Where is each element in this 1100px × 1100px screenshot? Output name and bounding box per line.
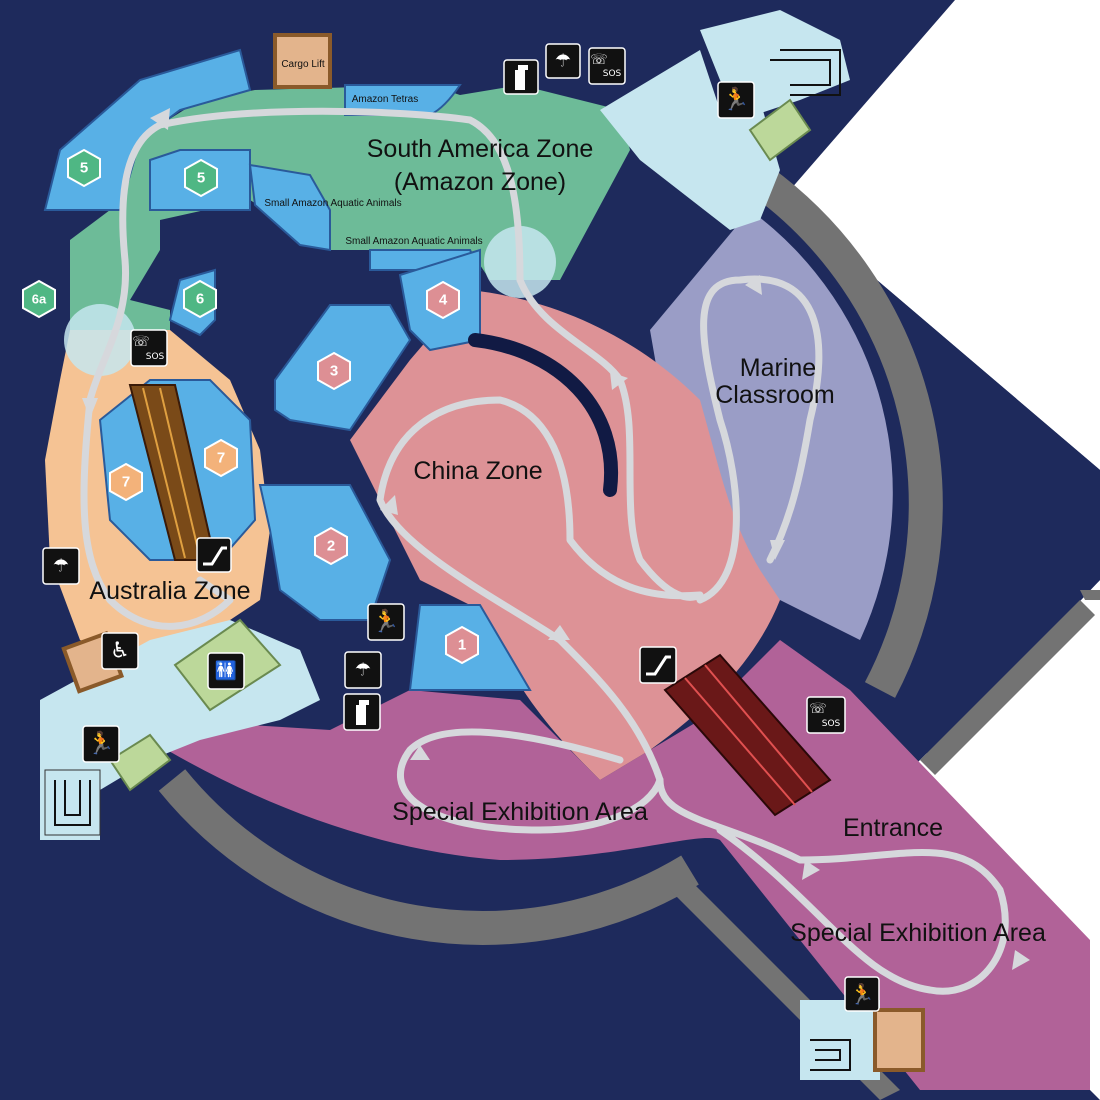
svg-text:☏: ☏ <box>809 701 827 717</box>
australia-zone-label: Australia Zone <box>89 577 250 605</box>
small-amazon-aquatic-animals-label-1: Small Amazon Aquatic Animals <box>264 198 401 209</box>
restroom-icon: 🚻 <box>207 652 245 690</box>
svg-text:5: 5 <box>197 170 205 187</box>
stairs-south-east <box>810 1039 851 1071</box>
svg-text:☏: ☏ <box>132 334 150 350</box>
route-special-east <box>656 776 1009 995</box>
cargo-lift-label: Cargo Lift <box>281 59 325 70</box>
svg-text:🏃: 🏃 <box>87 731 114 757</box>
emergency-exit-icon: 🏃 <box>82 725 120 763</box>
exhibit-marker-7b[interactable]: 7 <box>204 438 238 478</box>
accessible-icon: ♿ <box>101 632 139 670</box>
exhibit-marker-5a[interactable]: 5 <box>67 148 101 188</box>
route-marine <box>696 275 823 604</box>
route-special-west <box>397 728 664 834</box>
corridor-door-south-west <box>108 733 172 792</box>
exhibit-marker-7a[interactable]: 7 <box>109 462 143 502</box>
corridor-north-east <box>600 50 780 230</box>
shower-icon: ☂ <box>545 43 581 79</box>
amazon-zone-label: (Amazon Zone) <box>394 168 566 196</box>
route-arrow-8 <box>410 745 430 760</box>
exhibit-marker-6[interactable]: 6 <box>183 279 217 319</box>
small-amazon-aquatic-animals-label-2: Small Amazon Aquatic Animals <box>345 236 482 247</box>
svg-text:7: 7 <box>217 450 225 467</box>
svg-text:5: 5 <box>80 160 88 177</box>
stairs-south-west <box>44 769 101 836</box>
svg-text:🚻: 🚻 <box>215 660 237 682</box>
outer-wall-entrance-north <box>920 600 1095 775</box>
route-arrow-1 <box>150 108 170 130</box>
route-arrow-7 <box>548 625 570 640</box>
escalator-south-east <box>663 653 832 817</box>
svg-text:🏃: 🏃 <box>850 982 875 1006</box>
cargo-lift-box <box>273 33 332 89</box>
outer-wall-south <box>158 769 699 945</box>
route-australia <box>80 396 234 630</box>
svg-text:☂: ☂ <box>355 660 371 681</box>
marine-classroom-label-1: Marine <box>740 354 816 382</box>
shower-icon: ☂ <box>344 651 382 689</box>
corridor-door-north-east <box>748 98 812 162</box>
exhibit-marker-3[interactable]: 3 <box>317 351 351 391</box>
sos-phone-icon[interactable]: ☏ SOS <box>130 329 168 367</box>
route-china <box>376 276 704 784</box>
svg-text:6: 6 <box>196 291 204 308</box>
svg-text:☏: ☏ <box>590 52 608 68</box>
route-arrow-5 <box>745 275 762 295</box>
svg-text:☂: ☂ <box>53 556 69 577</box>
route-arrow-4 <box>380 495 398 515</box>
svg-text:SOS: SOS <box>603 69 622 79</box>
svg-text:SOS: SOS <box>822 719 841 729</box>
svg-text:6a: 6a <box>32 292 47 307</box>
escalator-icon <box>196 537 232 573</box>
svg-text:♿: ♿ <box>110 639 130 664</box>
route-arrow-2 <box>82 398 98 418</box>
svg-text:2: 2 <box>327 538 335 555</box>
shower-icon: ☂ <box>42 547 80 585</box>
svg-text:SOS: SOS <box>146 352 165 362</box>
china-zone-curved-wall <box>468 333 619 497</box>
svg-text:3: 3 <box>330 363 338 380</box>
exhibit-marker-6a[interactable]: 6a <box>22 279 56 319</box>
escalator-west <box>128 384 217 561</box>
wall-tip <box>1080 590 1100 600</box>
special-exhibition-area-label-1: Special Exhibition Area <box>392 798 648 826</box>
south-america-zone-label: South America Zone <box>367 135 594 163</box>
fire-extinguisher-icon <box>503 59 539 95</box>
escalator-icon <box>639 646 677 684</box>
china-zone-label: China Zone <box>413 457 542 485</box>
amazon-tetras-label: Amazon Tetras <box>352 94 419 105</box>
emergency-exit-icon: 🏃 <box>844 976 880 1012</box>
exhibit-marker-5b[interactable]: 5 <box>184 158 218 198</box>
special-exhibition-area-label-2: Special Exhibition Area <box>790 919 1046 947</box>
svg-text:🏃: 🏃 <box>722 87 749 113</box>
svg-text:☂: ☂ <box>555 51 571 72</box>
svg-text:🏃: 🏃 <box>372 609 399 635</box>
svg-text:1: 1 <box>458 637 466 654</box>
exhibit-marker-2[interactable]: 2 <box>314 526 348 566</box>
emergency-exit-icon: 🏃 <box>367 603 405 641</box>
entrance-label: Entrance <box>843 814 943 842</box>
stairs-north-east <box>770 49 841 96</box>
sos-phone-icon[interactable]: ☏ SOS <box>806 696 846 734</box>
route-north <box>86 107 524 404</box>
fire-extinguisher-icon <box>343 693 381 731</box>
outer-wall-east <box>750 166 943 698</box>
tank-small-amazon-1 <box>248 163 331 252</box>
marine-classroom-label-2: Classroom <box>715 381 834 409</box>
route-arrow-9 <box>1012 950 1030 970</box>
route-arrow-6 <box>770 540 785 560</box>
svg-text:4: 4 <box>439 292 448 309</box>
exhibit-marker-1[interactable]: 1 <box>445 625 479 665</box>
emergency-exit-icon: 🏃 <box>717 81 755 119</box>
exhibit-marker-4[interactable]: 4 <box>426 280 460 320</box>
route-arrow-3 <box>610 372 628 390</box>
route-arrow-10 <box>802 860 820 880</box>
svg-text:7: 7 <box>122 474 130 491</box>
sos-phone-icon[interactable]: ☏ SOS <box>588 47 626 85</box>
lift-south-east <box>873 1008 925 1072</box>
